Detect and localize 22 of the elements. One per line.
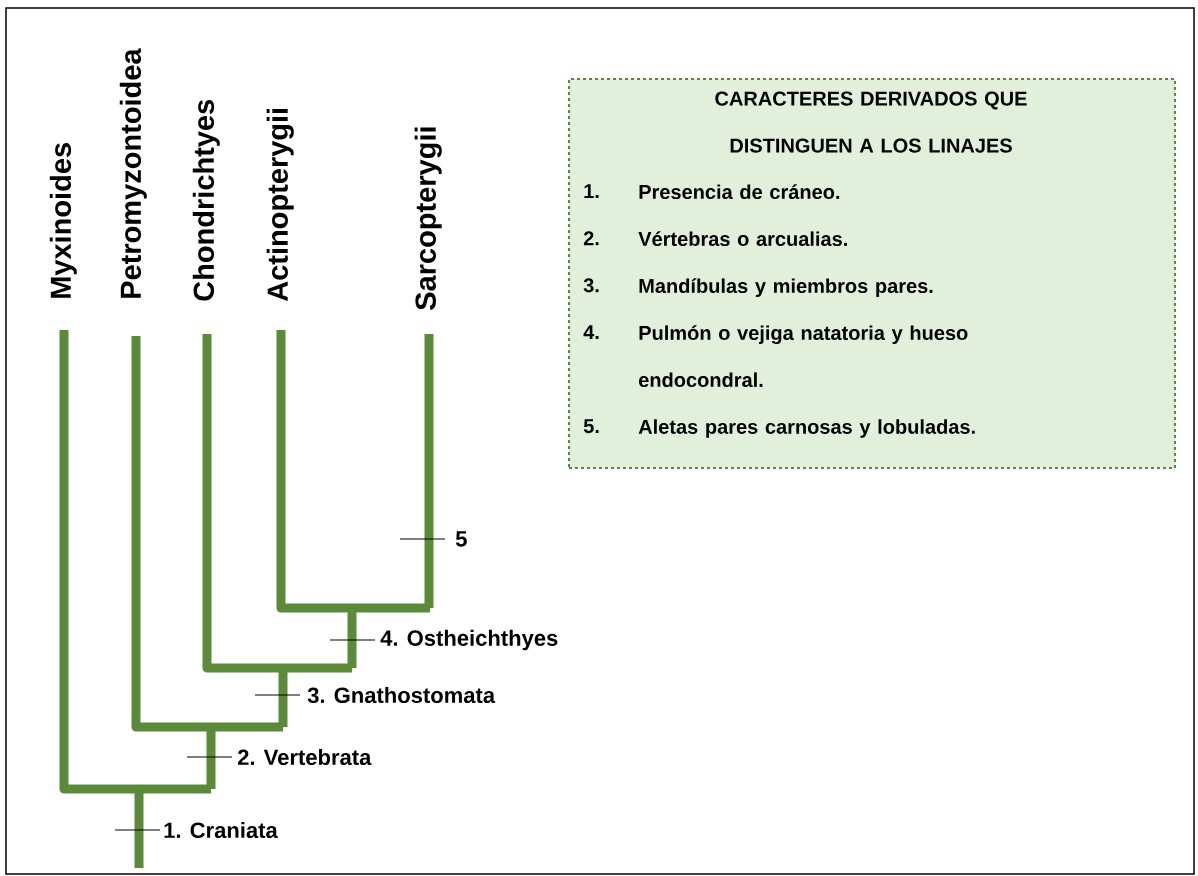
taxon-label: Chondrichtyes	[192, 99, 220, 301]
heading: CARACTERES DERIVADOS QUE DISTINGUEN A LOS LINAJES	[715, 91, 1027, 153]
list-item: Presencia de cráneo.	[639, 184, 840, 200]
list-item: Vértebras o arcualias.	[638, 231, 847, 247]
taxon-label: Myxinoides	[49, 143, 77, 298]
list-number: 1.	[584, 184, 599, 198]
clade-label: 5	[455, 531, 467, 547]
taxon-label: Petromyzontoidea	[119, 48, 147, 298]
clade-label: 1. Craniata	[164, 821, 278, 839]
list-number: 5.	[583, 419, 599, 434]
taxon-label: Actinopterygii	[266, 108, 294, 302]
clade-label: 4. Ostheichthyes	[380, 629, 558, 651]
list-number: 3.	[583, 278, 599, 293]
taxon-label: Sarcopterygii	[414, 127, 442, 310]
clade-label: 3. Gnathostomata	[307, 686, 496, 704]
info-box	[568, 78, 1176, 469]
list-item: Aletas pares carnosas y lobuladas.	[638, 419, 975, 438]
list-item: Pulmón o vejiga natatoria y hueso endocondral.	[639, 325, 968, 388]
list-number: 4.	[583, 325, 599, 339]
list-item: Mandíbulas y miembros pares.	[639, 278, 933, 298]
list-number: 2.	[583, 231, 599, 246]
clade-label: 2. Vertebrata	[237, 748, 372, 766]
